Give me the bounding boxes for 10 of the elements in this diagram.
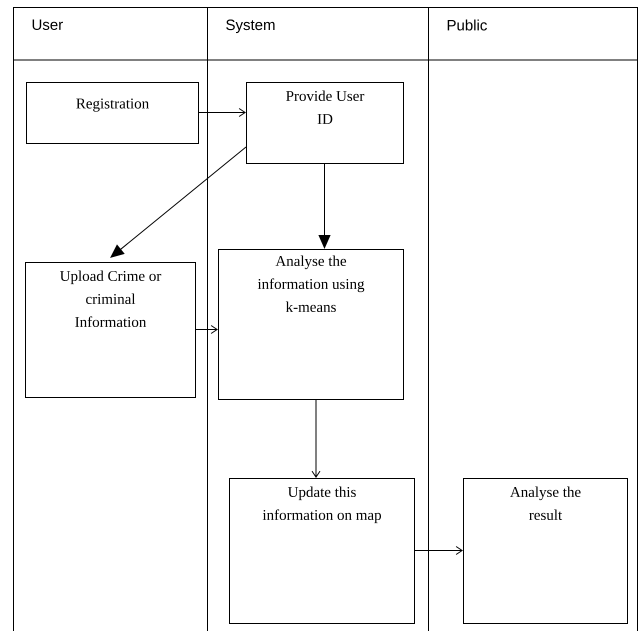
process-box: Registration: [26, 82, 199, 144]
process-box: Upload Crime or criminal Information: [25, 262, 196, 398]
arrow: [312, 398, 320, 478]
process-box: Analyse the result: [463, 478, 628, 624]
process-box: Analyse the information using k-means: [218, 249, 404, 400]
process-box: Provide User ID: [246, 82, 404, 164]
arrow: [414, 546, 463, 555]
process-box: Update this information on map: [229, 478, 415, 624]
arrow: [194, 325, 218, 334]
arrow: [198, 108, 246, 117]
